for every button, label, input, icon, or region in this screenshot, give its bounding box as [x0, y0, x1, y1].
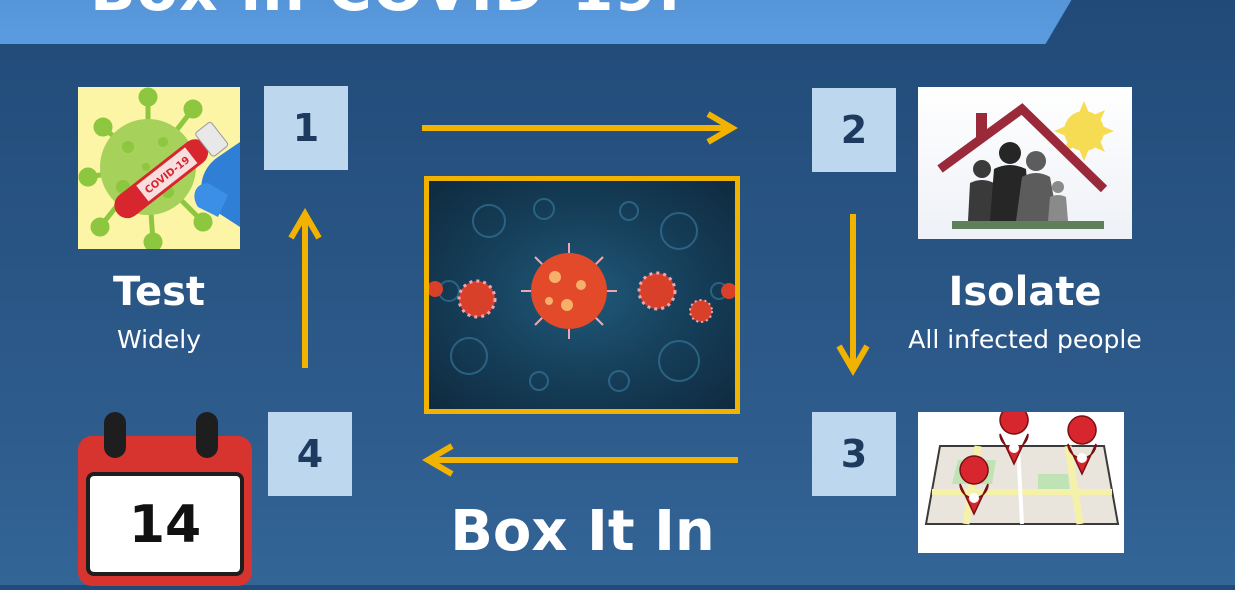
test-tube-virus-icon: COVID-19 — [78, 87, 240, 249]
calendar-day: 14 — [128, 495, 202, 555]
title-banner — [0, 0, 1095, 44]
step-number-1: 1 — [264, 86, 348, 170]
virus-image — [424, 176, 740, 414]
box-it-in-label: Box It In — [450, 499, 715, 564]
arrow-step2-to-step3 — [836, 214, 870, 376]
map-pins-icon — [918, 412, 1124, 553]
family-home-icon — [918, 87, 1132, 239]
arrow-step3-to-step4 — [422, 443, 738, 477]
arrow-step1-to-step2 — [422, 111, 738, 145]
step-1-subtitle: Widely — [116, 325, 202, 354]
arrow-step4-to-step1 — [288, 208, 322, 368]
page-title: Box in COVID-19: — [90, 0, 682, 20]
step-2-title: Isolate — [948, 269, 1102, 315]
step-1-title: Test — [112, 269, 206, 315]
calendar-icon: 14 — [76, 410, 256, 590]
step-number-2: 2 — [812, 88, 896, 172]
step-number-3: 3 — [812, 412, 896, 496]
step-2-subtitle: All infected people — [908, 325, 1142, 354]
step-number-4: 4 — [268, 412, 352, 496]
